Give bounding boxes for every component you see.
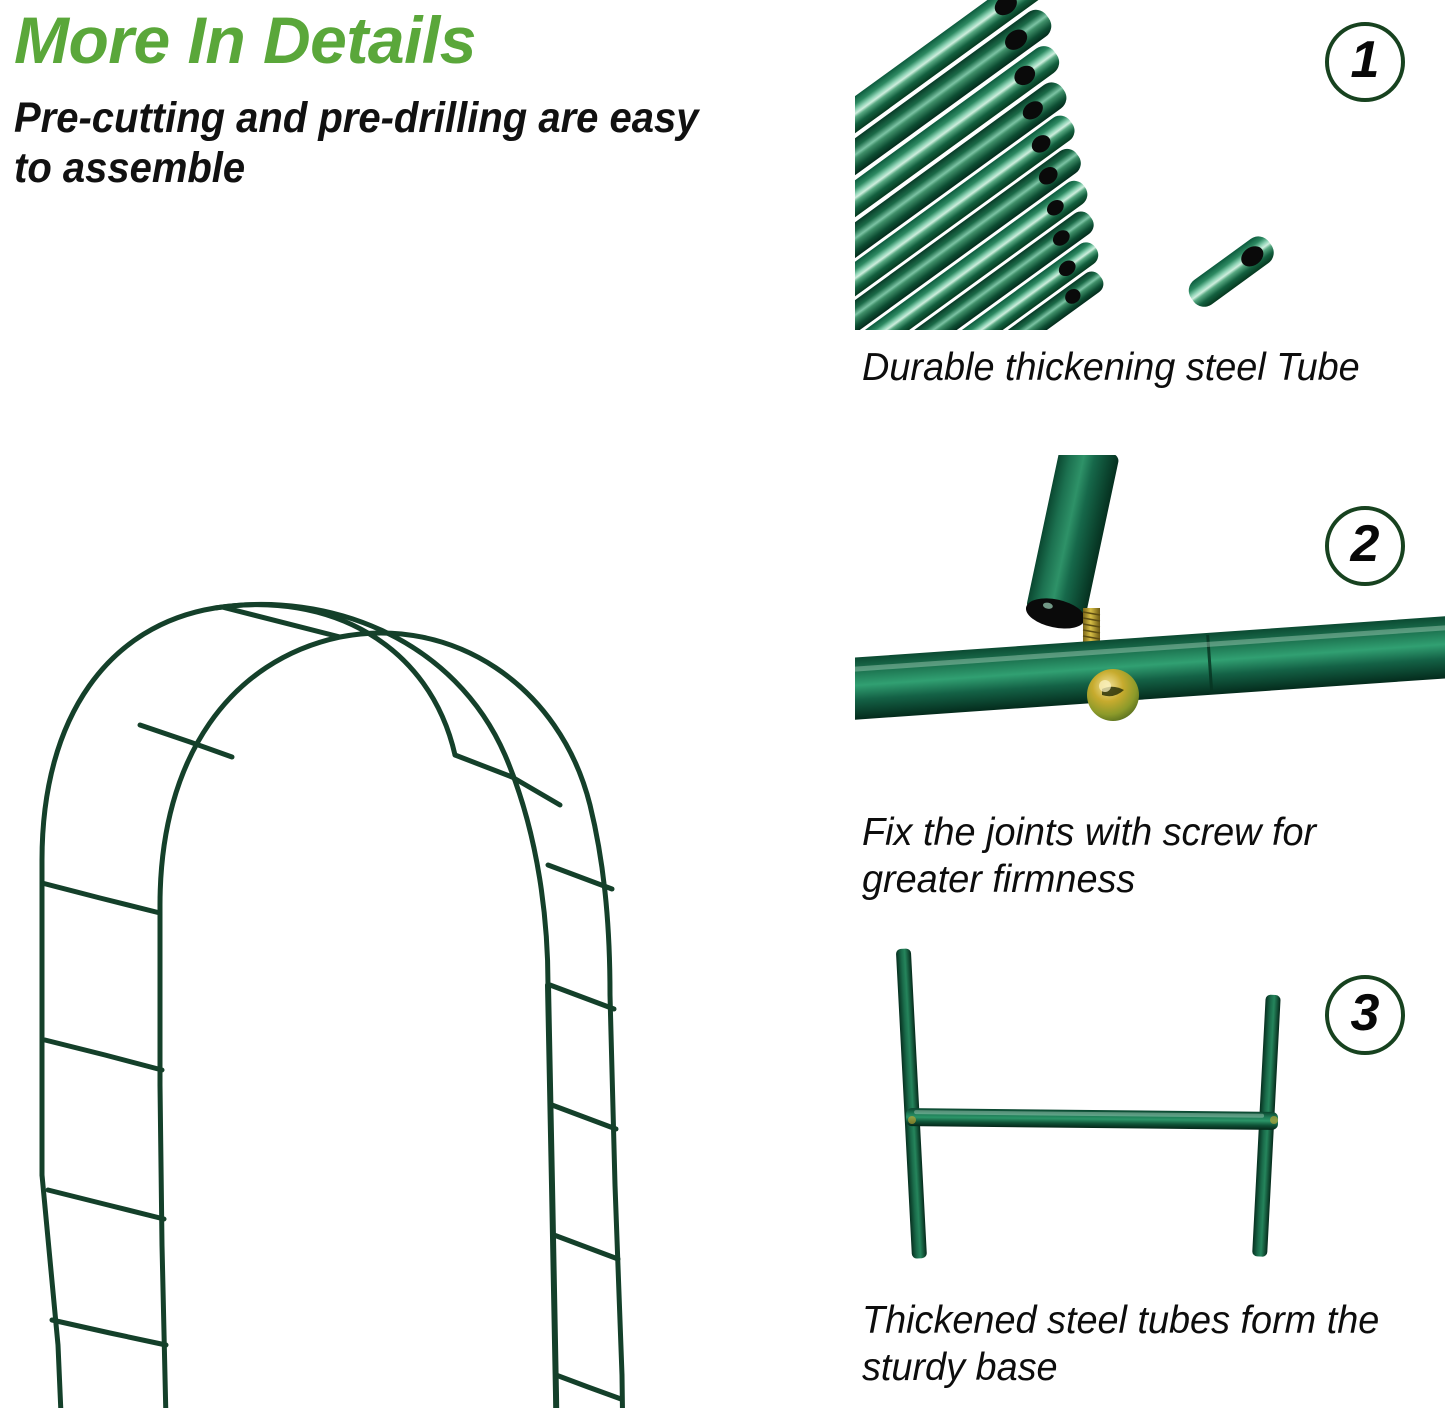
- steel-tubes-photo: [855, 0, 1295, 330]
- page-title: More In Details: [14, 3, 476, 77]
- step-2-caption: Fix the joints with screw for greater fi…: [862, 811, 1317, 901]
- page-subtitle: Pre-cutting and pre-drilling are easy to…: [14, 93, 699, 193]
- step-2-badge: 2: [1325, 506, 1405, 586]
- screw-joint-photo: [855, 455, 1445, 785]
- step-1-badge: 1: [1325, 22, 1405, 102]
- heading-block: More In Details Pre-cutting and pre-dril…: [14, 6, 754, 194]
- step-3-badge: 3: [1325, 975, 1405, 1055]
- step-3-number: 3: [1350, 984, 1380, 1042]
- step-1-number: 1: [1350, 31, 1380, 89]
- step-2-number: 2: [1350, 515, 1380, 573]
- garden-arch-illustration: [0, 285, 760, 1408]
- step-1-caption: Durable thickening steel Tube: [862, 346, 1360, 389]
- step-3-caption: Thickened steel tubes form the sturdy ba…: [862, 1299, 1380, 1389]
